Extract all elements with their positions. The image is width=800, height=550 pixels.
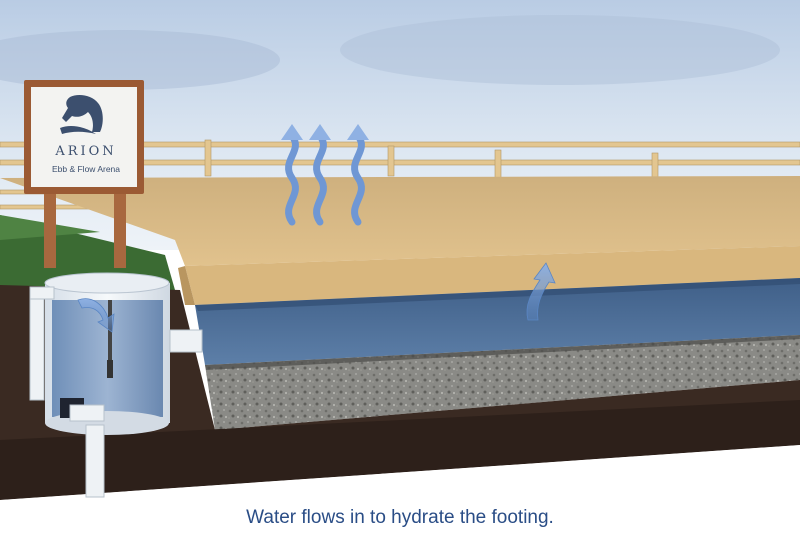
sign-post-left — [44, 188, 56, 268]
curved-up-arrow-icon — [526, 262, 556, 321]
pipes — [29, 286, 203, 498]
water-tank — [44, 272, 170, 435]
wavy-up-arrow-icon — [285, 132, 365, 226]
diagram-caption: Water flows in to hydrate the footing. — [246, 507, 554, 528]
sign-brand-name: ARION — [55, 144, 117, 159]
footing-layer — [185, 246, 800, 305]
sign-subtitle: Ebb & Flow Arena — [51, 164, 121, 174]
footing-surface — [0, 176, 800, 266]
horse-head-icon — [60, 95, 103, 134]
sign-post-right — [114, 188, 126, 268]
curved-down-arrow-icon — [77, 298, 115, 333]
